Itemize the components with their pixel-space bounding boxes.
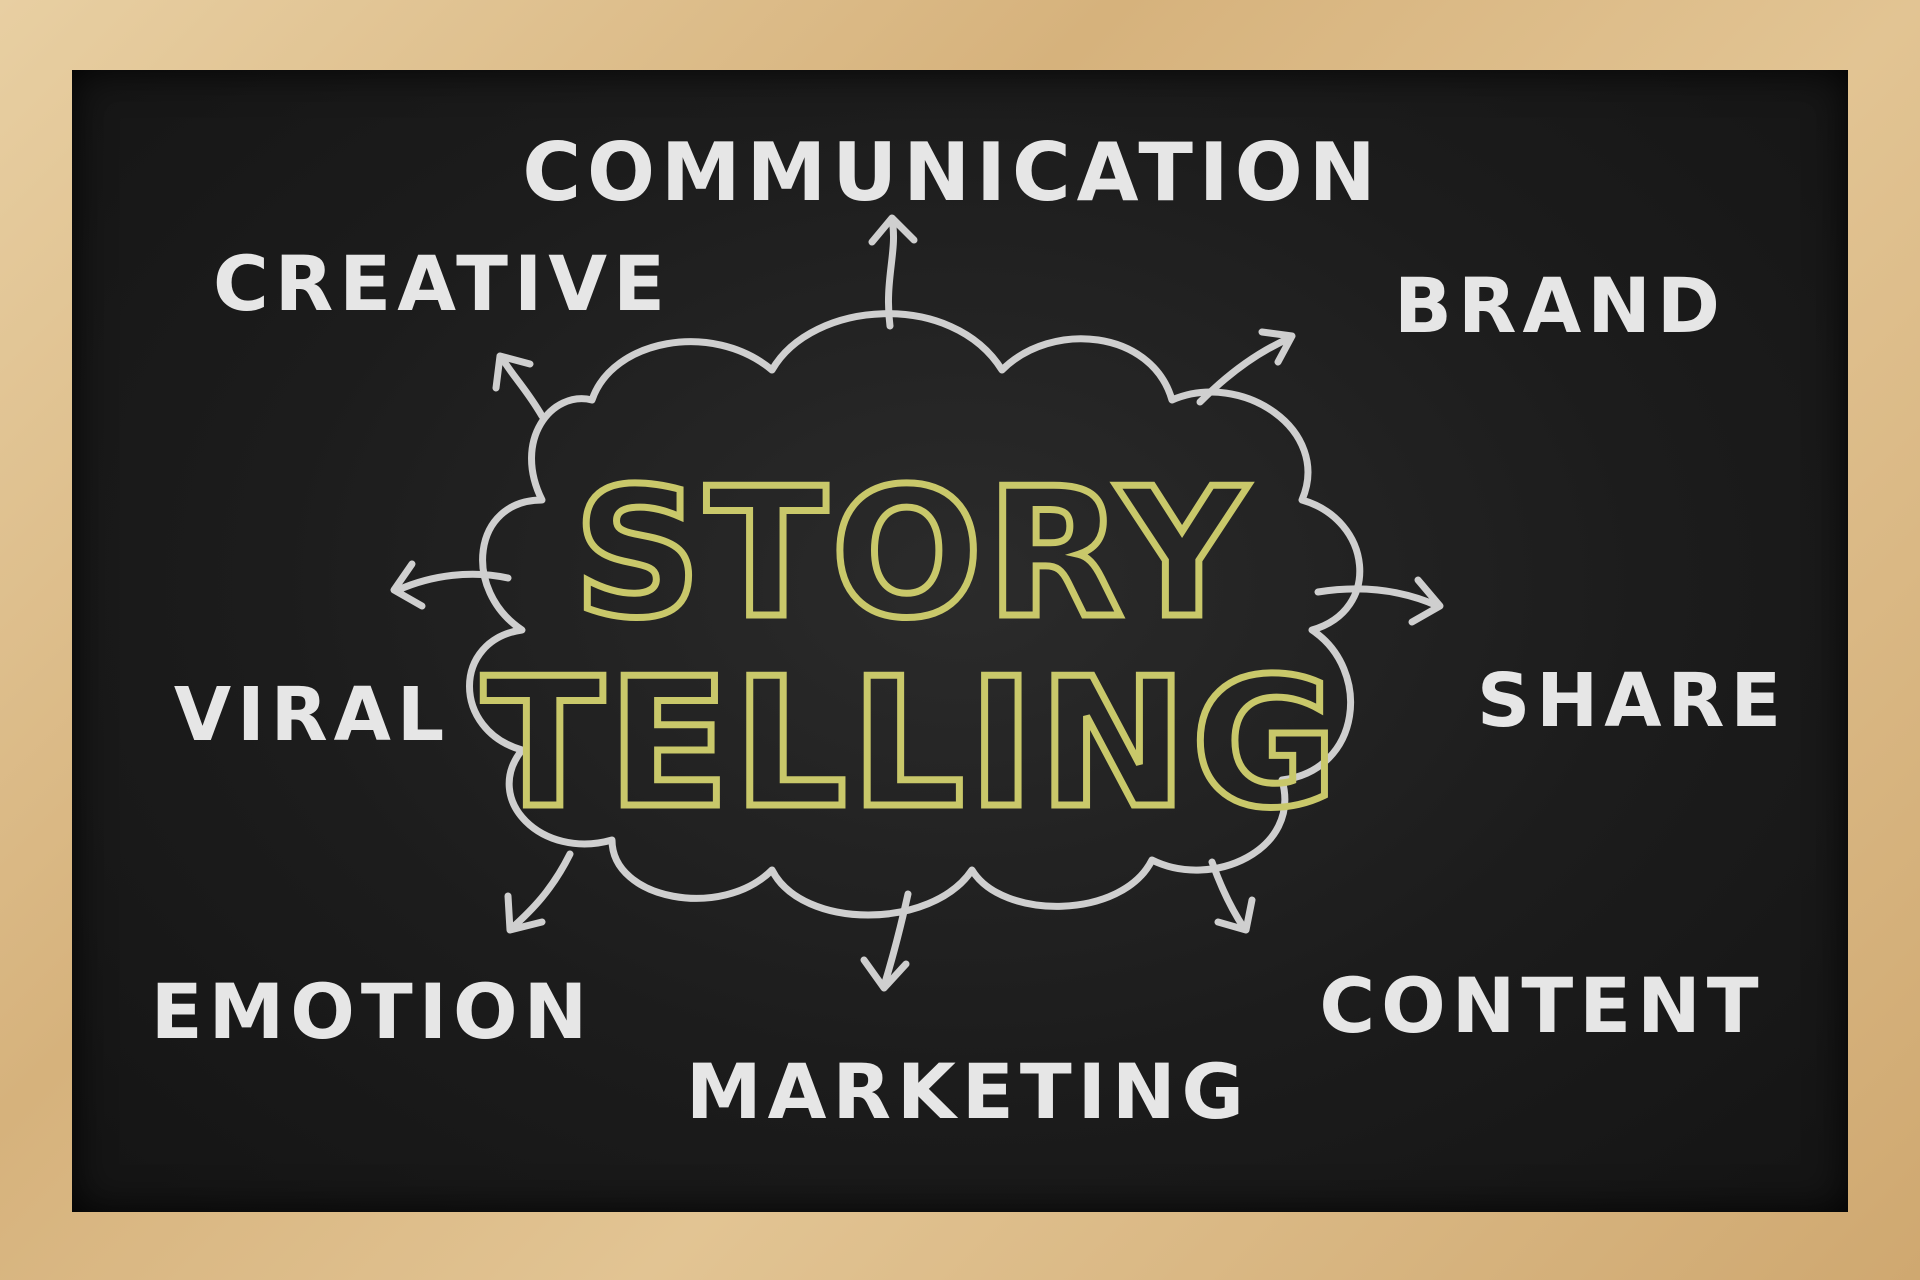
- term-emotion: EMOTION: [151, 967, 593, 1056]
- term-content: CONTENT: [1319, 961, 1764, 1050]
- arrow-creative: [492, 352, 546, 420]
- arrow-marketing: [860, 890, 912, 992]
- term-marketing: MARKETING: [686, 1047, 1250, 1136]
- arrow-communication: [868, 214, 918, 330]
- arrow-content: [1208, 858, 1256, 934]
- term-share: SHARE: [1477, 658, 1787, 744]
- arrow-emotion: [504, 850, 574, 934]
- center-title-story: STORY: [573, 450, 1250, 657]
- mind-map-diagram: STORY TELLING COMMUNICATION CREATIVE BRA…: [151, 126, 1787, 1136]
- term-brand: BRAND: [1394, 261, 1726, 350]
- arrow-brand: [1196, 328, 1296, 406]
- chalkboard: STORY TELLING COMMUNICATION CREATIVE BRA…: [72, 70, 1848, 1212]
- term-viral: VIRAL: [174, 672, 450, 758]
- arrow-viral: [390, 560, 512, 610]
- center-title-telling: TELLING: [482, 640, 1341, 847]
- term-communication: COMMUNICATION: [522, 126, 1381, 219]
- term-creative: CREATIVE: [213, 239, 671, 328]
- arrow-share: [1314, 576, 1444, 626]
- cloud-outline: [466, 310, 1364, 919]
